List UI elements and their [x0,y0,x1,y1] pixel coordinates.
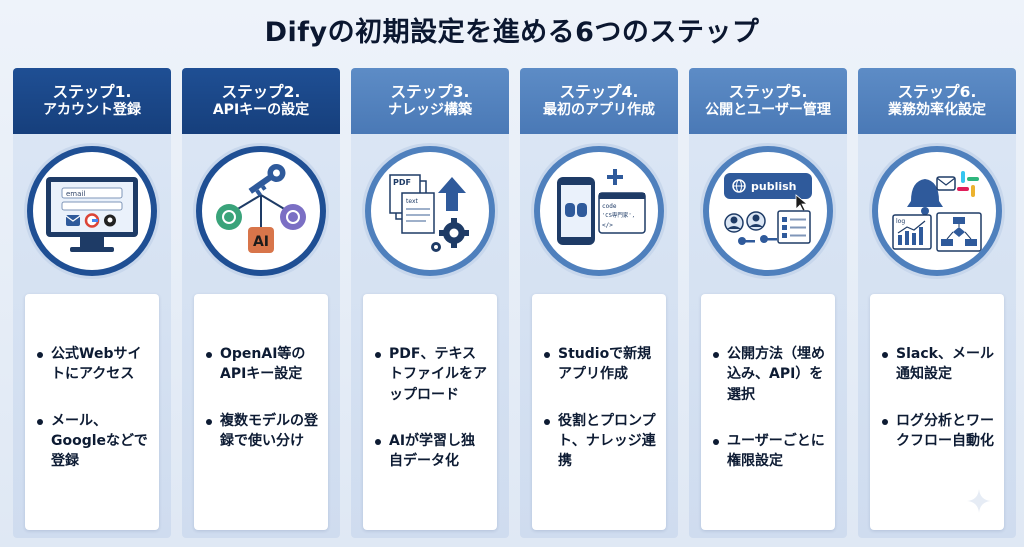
step-5-bullet-1: 公開方法（埋め込み、API）を選択 [711,344,827,405]
step-1-card: 公式Webサイトにアクセス メール、Googleなどで登録 [25,294,159,530]
code-label: code [602,203,617,210]
slack-icon [957,171,979,197]
sparkle-icon [967,489,991,513]
email-field-label: email [66,190,85,198]
step-3-header: ステップ3. ナレッジ構築 [351,68,509,134]
step-1-bullet-1: 公式Webサイトにアクセス [35,344,151,385]
step-4-bullet-1: Studioで新規アプリ作成 [542,344,658,385]
code-tag-text: </> [602,222,613,229]
step-5-column: ステップ5. 公開とユーザー管理 publish [689,68,847,538]
steps-container: ステップ1. アカウント登録 email 公式Webサイト [13,68,1016,538]
step-1-title: アカウント登録 [43,101,141,118]
step-1-number: ステップ1. [52,82,132,101]
step-3-card: PDF、テキストファイルをアップロード AIが学習し独自データ化 [363,294,497,530]
step-5-bullet-2: ユーザーごとに権限設定 [711,431,827,472]
step-5-card: 公開方法（埋め込み、API）を選択 ユーザーごとに権限設定 [701,294,835,530]
step-4-header: ステップ4. 最初のアプリ作成 [520,68,678,134]
step-6-number: ステップ6. [897,82,977,101]
mail-icon [936,176,956,191]
step-3-column: ステップ3. ナレッジ構築 PDF text [351,68,509,538]
publish-button-icon [724,173,812,199]
step-2-column: ステップ2. APIキーの設定 AI [182,68,340,538]
step-2-bullet-2: 複数モデルの登録で使い分け [204,411,320,452]
step-4-title: 最初のアプリ作成 [543,101,655,118]
step-4-number: ステップ4. [559,82,639,101]
step-3-number: ステップ3. [390,82,470,101]
step-3-bullet-2: AIが学習し独自データ化 [373,431,489,472]
notification-workflow-icon: log [872,146,1002,276]
openai-green-icon [216,204,242,230]
text-file-label: text [406,198,418,205]
publish-label: publish [751,180,797,193]
step-4-bullet-2: 役割とプロンプト、ナレッジ連携 [542,411,658,472]
step-5-header: ステップ5. 公開とユーザー管理 [689,68,847,134]
monitor-login-icon: email [27,146,157,276]
step-4-card: Studioで新規アプリ作成 役割とプロンプト、ナレッジ連携 [532,294,666,530]
step-2-header: ステップ2. APIキーの設定 [182,68,340,134]
step-3-bullet-1: PDF、テキストファイルをアップロード [373,344,489,405]
upload-arrow-icon [438,177,466,211]
step-1-header: ステップ1. アカウント登録 [13,68,171,134]
openai-purple-icon [280,204,306,230]
step-3-title: ナレッジ構築 [388,101,472,118]
app-create-icon: code 'CS専門家', </> [534,146,664,276]
step-6-header: ステップ6. 業務効率化設定 [858,68,1016,134]
knowledge-upload-icon: PDF text [365,146,495,276]
ai-badge-text: AI [253,234,269,250]
api-key-icon: AI [196,146,326,276]
pdf-label: PDF [393,178,411,187]
step-6-bullet-2: ログ分析とワークフロー自動化 [880,411,996,452]
step-5-number: ステップ5. [728,82,808,101]
step-2-card: OpenAI等のAPIキー設定 複数モデルの登録で使い分け [194,294,328,530]
step-6-bullet-1: Slack、メール通知設定 [880,344,996,385]
log-label: log [896,218,905,225]
step-2-title: APIキーの設定 [212,101,310,118]
step-5-title: 公開とユーザー管理 [705,101,831,118]
gear-icon [439,218,469,248]
step-6-title: 業務効率化設定 [888,101,986,118]
step-1-bullet-2: メール、Googleなどで登録 [35,411,151,472]
code-sample-text: 'CS専門家', [602,211,635,219]
page-title: Difyの初期設定を進める6つのステップ [264,17,760,48]
step-6-card: Slack、メール通知設定 ログ分析とワークフロー自動化 [870,294,1004,530]
key-icon [738,237,746,245]
step-6-column: ステップ6. 業務効率化設定 log [858,68,1016,538]
bell-icon [907,179,943,207]
anthropic-icon [248,227,274,253]
step-2-bullet-1: OpenAI等のAPIキー設定 [204,344,320,385]
step-1-column: ステップ1. アカウント登録 email 公式Webサイト [13,68,171,538]
step-4-column: ステップ4. 最初のアプリ作成 code 'CS専門家', </> Studio… [520,68,678,538]
step-2-number: ステップ2. [221,82,301,101]
publish-users-icon: publish [703,146,833,276]
